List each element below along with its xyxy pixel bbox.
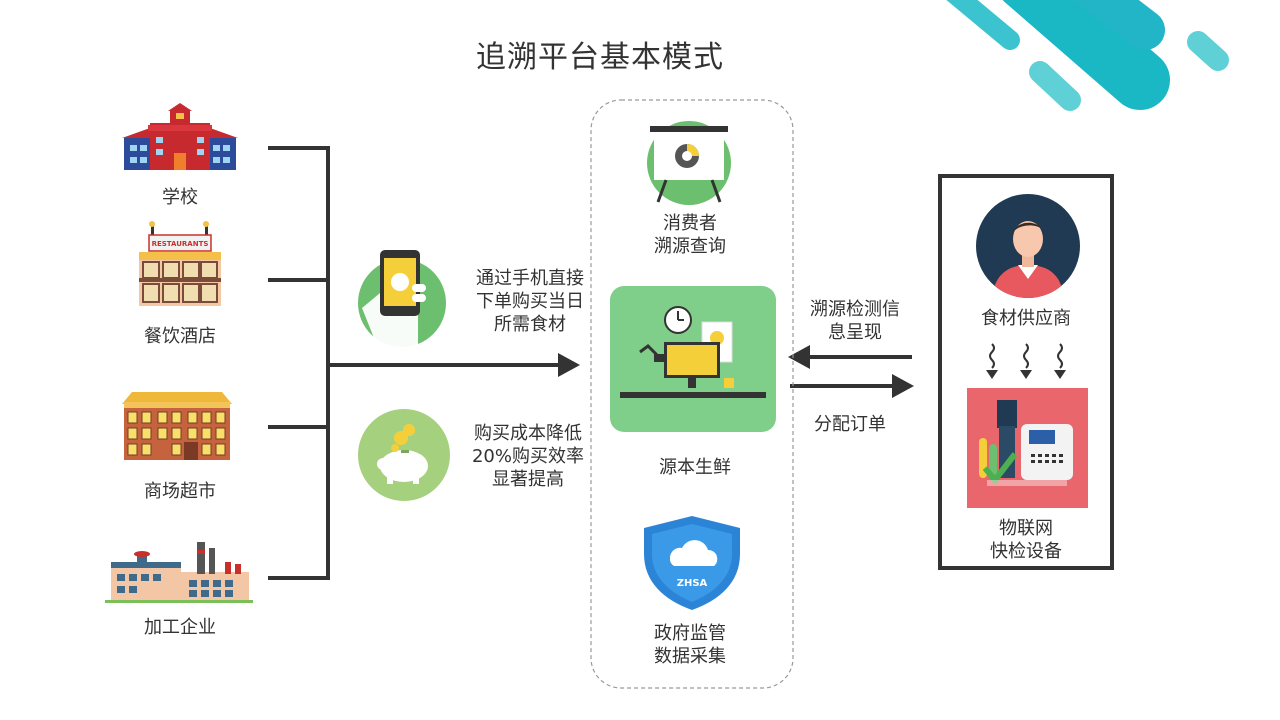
piggy-bank-icon [358,409,450,501]
dispatch-label: 分配订单 [814,414,886,435]
benefit-text-2-line3: 显著提高 [492,469,564,490]
restaurant-icon: RESTAURANTS [139,221,221,306]
benefit-text-1-line1: 通过手机直接 [476,268,584,289]
factory-icon [105,542,253,603]
restaurant-sign-text: RESTAURANTS [152,240,209,248]
benefit-text-2-line1: 购买成本降低 [474,423,582,444]
entity-label-factory: 加工企业 [144,617,216,638]
school-icon [122,103,238,170]
entity-label-mall: 商场超市 [144,481,216,502]
iot-label-line1: 物联网 [999,518,1053,539]
squiggle-arrows [986,343,1066,379]
consumer-label-line2: 溯源查询 [654,236,726,257]
supplier-avatar-icon [976,194,1080,298]
workstation-icon [610,286,776,432]
trace-label-line1: 溯源检测信 [810,299,900,320]
entity-label-school: 学校 [162,187,198,208]
platform-label: 源本生鲜 [659,457,731,478]
shield-text: ZHSA [677,578,708,589]
benefit-text-1-line2: 下单购买当日 [476,291,584,312]
presentation-board-icon [647,121,731,205]
test-device-icon [967,388,1088,508]
benefit-text-1-line3: 所需食材 [494,314,566,335]
benefit-text-2-line2: 20%购买效率 [471,446,584,467]
government-label-line1: 政府监管 [654,623,726,644]
trace-label-line2: 息呈现 [828,322,882,343]
supplier-label: 食材供应商 [981,308,1071,329]
decorative-shapes [946,0,1229,111]
page-title: 追溯平台基本模式 [476,40,724,75]
phone-icon [358,250,446,348]
government-label-line2: 数据采集 [654,646,726,667]
consumer-label-line1: 消费者 [663,213,717,234]
iot-label-line2: 快检设备 [990,541,1062,562]
shield-icon: ZHSA [644,516,740,610]
mall-icon [122,392,232,460]
entity-label-restaurant: 餐饮酒店 [144,326,216,347]
